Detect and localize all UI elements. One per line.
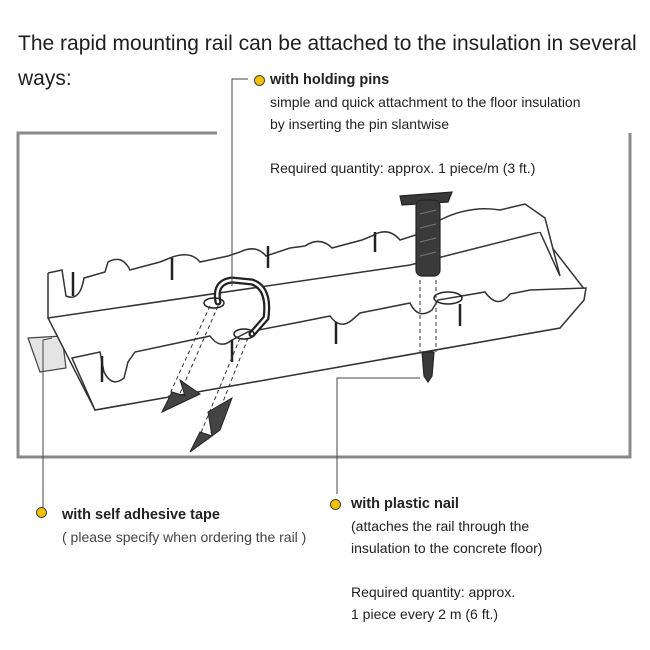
callout-text: insulation to the concrete floor)	[351, 540, 543, 556]
callout-plastic-nail: with plastic nail (attaches the rail thr…	[351, 493, 542, 625]
callout-title: with holding pins	[270, 72, 390, 88]
callout-title: with plastic nail	[351, 496, 459, 512]
callout-holding-pins: with holding pins simple and quick attac…	[270, 69, 581, 179]
leader-lines	[42, 78, 420, 508]
callout-text: simple and quick attachment to the floor…	[270, 94, 581, 110]
callout-quantity: 1 piece every 2 m (6 ft.)	[351, 606, 499, 622]
heading: The rapid mounting rail can be attached …	[18, 32, 637, 90]
rail-front-wall	[70, 287, 587, 411]
callout-text: ( please specify when ordering the rail …	[62, 529, 307, 545]
callout-text: (attaches the rail through the	[351, 518, 530, 534]
bullet-icon	[36, 507, 47, 518]
callout-quantity: Required quantity: approx.	[351, 584, 516, 600]
callout-adhesive-tape: with self adhesive tape ( please specify…	[62, 504, 306, 548]
insulation-frame	[16, 131, 632, 459]
callout-text: by inserting the pin slantwise	[270, 116, 449, 132]
bullet-icon	[330, 499, 341, 510]
bullet-icon	[254, 75, 265, 86]
callout-title: with self adhesive tape	[62, 507, 220, 523]
plastic-nail	[399, 191, 463, 384]
adhesive-tape	[27, 335, 67, 373]
callout-quantity: Required quantity: approx. 1 piece/m (3 …	[270, 160, 536, 176]
holding-pin	[203, 276, 271, 340]
